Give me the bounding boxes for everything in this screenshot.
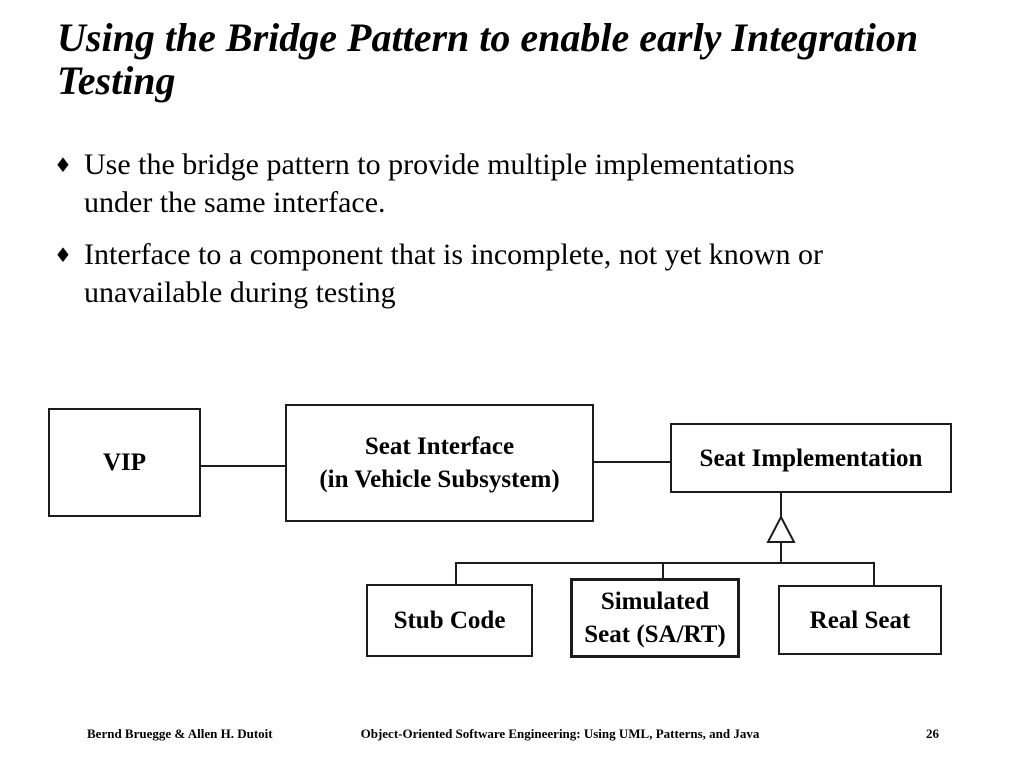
connector-drop-simulated-seat [662, 562, 664, 579]
connector-drop-real-seat [873, 562, 875, 585]
connector-drop-stub-code [455, 562, 457, 584]
node-label: Simulated [600, 588, 710, 615]
children-connector-bar [455, 562, 875, 564]
bullet-text: Use the bridge pattern to provide multip… [84, 148, 795, 219]
slide-footer: Bernd Bruegge & Allen H. Dutoit Object-O… [0, 726, 1024, 746]
bullet-item: ♦ Use the bridge pattern to provide mult… [54, 146, 974, 222]
node-seat-implementation: Seat Implementation [670, 423, 952, 493]
node-real-seat: Real Seat [778, 585, 942, 655]
footer-book-title: Object-Oriented Software Engineering: Us… [360, 726, 760, 741]
bullet-item: ♦ Interface to a component that is incom… [54, 236, 974, 312]
diamond-bullet-icon: ♦ [54, 153, 72, 177]
inheritance-line-top [780, 491, 782, 517]
node-vip: VIP [48, 408, 201, 517]
bullet-list: ♦ Use the bridge pattern to provide mult… [54, 146, 974, 326]
page-title-line-1: Using the Bridge Pattern to enable early… [57, 15, 919, 60]
node-label: Seat (SA/RT) [584, 621, 726, 648]
node-label: VIP [102, 449, 147, 476]
node-stub-code: Stub Code [366, 584, 533, 657]
page-title-line-2: Testing [57, 58, 176, 103]
node-label: Seat Implementation [699, 444, 923, 472]
bullet-text: Interface to a component that is incompl… [84, 238, 823, 309]
footer-page-number: 26 [926, 726, 939, 741]
diamond-bullet-icon: ♦ [54, 243, 72, 267]
footer-authors: Bernd Bruegge & Allen H. Dutoit [87, 726, 273, 741]
node-seat-interface: Seat Interface (in Vehicle Subsystem) [285, 404, 594, 522]
node-label: (in Vehicle Subsystem) [319, 466, 560, 493]
node-simulated-seat: Simulated Seat (SA/RT) [570, 578, 740, 658]
association-line-vip-seat-interface [199, 465, 285, 467]
inheritance-line-bottom [780, 543, 782, 564]
inheritance-triangle-icon [766, 515, 796, 543]
node-label: Stub Code [393, 607, 506, 634]
page-title: Using the Bridge Pattern to enable early… [57, 16, 987, 102]
node-label: Seat Interface [364, 433, 515, 460]
node-label: Real Seat [809, 606, 911, 634]
association-line-seat-interface-seat-implementation [592, 461, 670, 463]
